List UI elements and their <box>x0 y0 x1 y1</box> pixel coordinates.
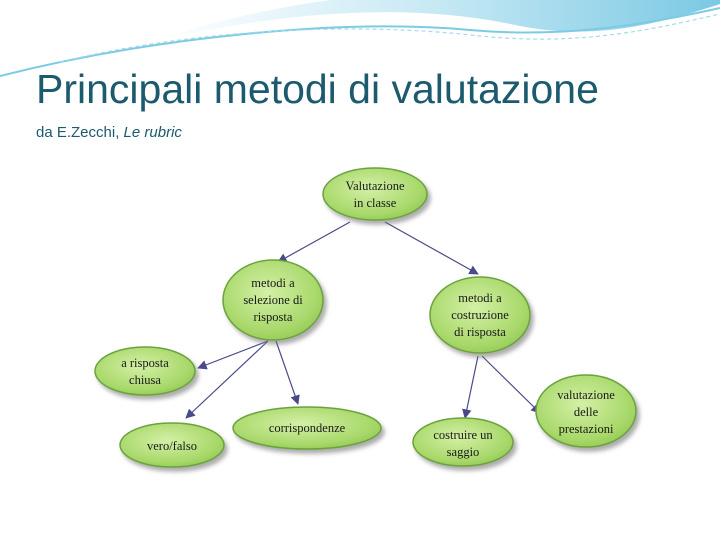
arrow-selezione-to-chiusa <box>197 340 269 370</box>
node-saggio-line-2: saggio <box>447 445 480 459</box>
node-selezione-line-3: risposta <box>254 310 293 324</box>
node-saggio-line-1: costruire un <box>433 428 493 442</box>
node-valutazione-prestazioni: valutazione delle prestazioni <box>535 374 637 448</box>
arrow-costruzione-to-saggio <box>462 355 479 419</box>
arrow-costruzione-to-prestazioni <box>481 355 541 414</box>
arrow-selezione-to-corrispondenze <box>275 340 300 405</box>
node-corrispondenze-label: corrispondenze <box>269 421 346 435</box>
node-corrispondenze: corrispondenze <box>232 406 382 450</box>
node-selezione-line-1: metodi a <box>251 276 295 290</box>
node-metodi-costruzione: metodi a costruzione di risposta <box>429 276 531 354</box>
node-metodi-selezione: metodi a selezione di risposta <box>222 259 324 341</box>
arrow-root-to-selezione <box>277 221 351 263</box>
page-subtitle: da E.Zecchi, Le rubric <box>36 124 182 141</box>
node-prestazioni-line-3: prestazioni <box>559 422 614 436</box>
node-prestazioni-line-1: valutazione <box>557 388 615 402</box>
header-wave-decoration <box>0 0 720 78</box>
connector-arrows <box>185 221 541 419</box>
subtitle-work-title: Le rubric <box>123 124 182 141</box>
node-valutazione-in-classe: Valutazione in classe <box>322 167 428 221</box>
subtitle-prefix: da E.Zecchi, <box>36 124 124 141</box>
page-title: Principali metodi di valutazione <box>36 66 599 112</box>
node-risposta-chiusa: a risposta chiusa <box>94 346 196 396</box>
node-selezione-line-2: selezione di <box>243 293 303 307</box>
node-vero-falso: vero/falso <box>119 422 225 468</box>
node-chiusa-line-2: chiusa <box>129 373 161 387</box>
node-costruire-saggio: costruire un saggio <box>412 417 514 467</box>
node-costruzione-line-1: metodi a <box>458 291 502 305</box>
node-costruzione-line-2: costruzione <box>451 308 509 322</box>
arrow-root-to-costruzione <box>384 221 479 275</box>
arrow-selezione-to-vero-falso <box>185 340 269 419</box>
node-prestazioni-line-2: delle <box>574 405 599 419</box>
node-root-line-1: Valutazione <box>345 179 404 193</box>
node-costruzione-line-3: di risposta <box>454 325 506 339</box>
node-root-line-2: in classe <box>354 196 397 210</box>
node-vero-falso-label: vero/falso <box>147 439 197 453</box>
node-chiusa-line-1: a risposta <box>121 356 169 370</box>
